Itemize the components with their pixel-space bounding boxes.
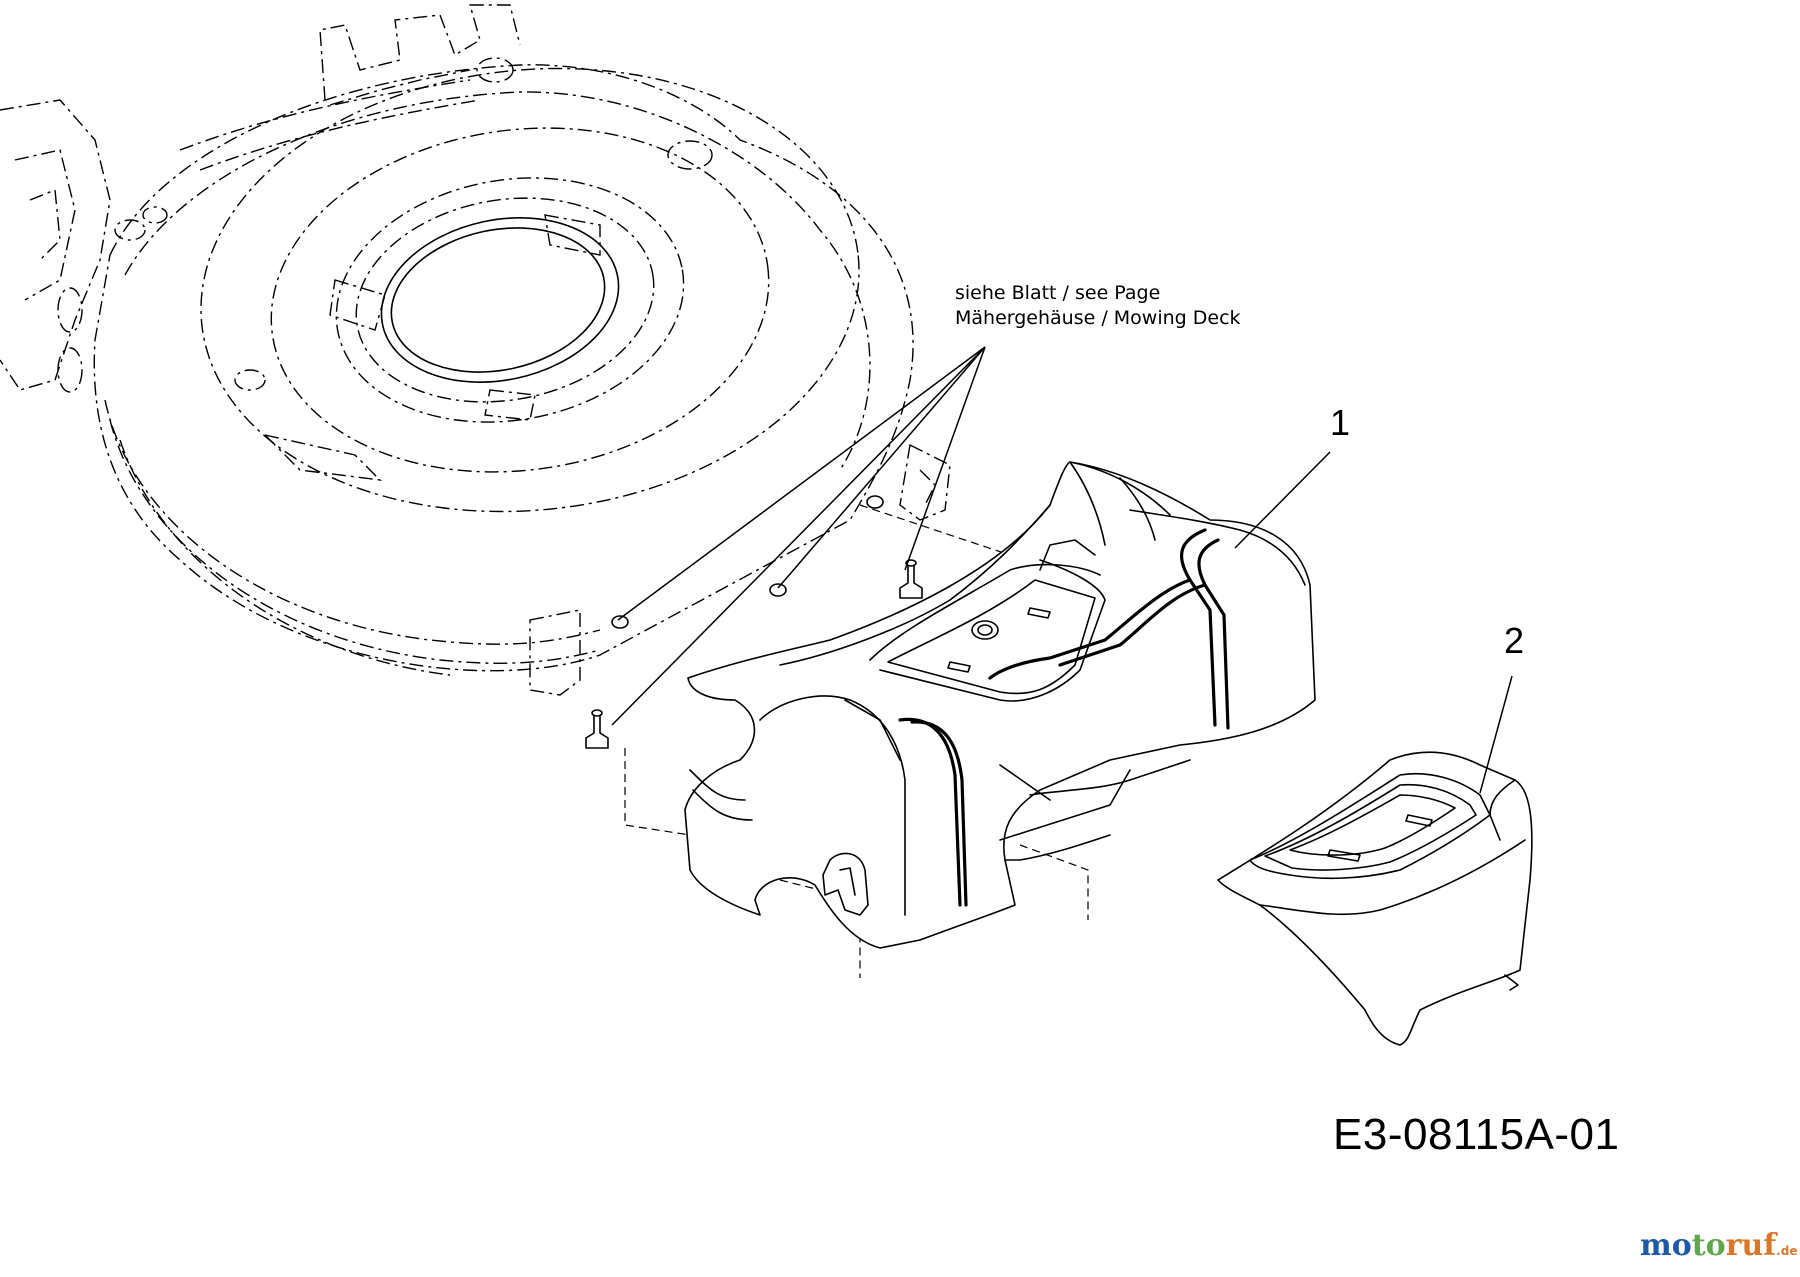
reference-note-line1: siehe Blatt / see Page [955, 282, 1161, 304]
mowing-deck-outline [0, 4, 951, 696]
reference-note-line2: Mähergehäuse / Mowing Deck [955, 307, 1241, 329]
watermark-to: to [1691, 1228, 1726, 1263]
callout-2-leader [1479, 675, 1513, 794]
callout-1: 1 [1330, 402, 1351, 443]
part-2-plug-cover [1217, 751, 1533, 1046]
reference-note: siehe Blatt / see Page Mähergehäuse / Mo… [955, 281, 1241, 331]
callout-1-leader [1234, 451, 1331, 549]
watermark-ruf: ruf [1725, 1228, 1777, 1263]
watermark-mo: mo [1640, 1228, 1692, 1263]
callout-2: 2 [1504, 620, 1525, 661]
deck-bolts [585, 559, 923, 749]
part-1-discharge-cover [684, 461, 1316, 949]
watermark-suffix: .de [1776, 1244, 1798, 1258]
motoruf-watermark-logo: motoruf.de [1640, 1228, 1797, 1263]
reference-leader-lines [611, 346, 986, 726]
drawing-number: E3-08115A-01 [1333, 1110, 1620, 1159]
